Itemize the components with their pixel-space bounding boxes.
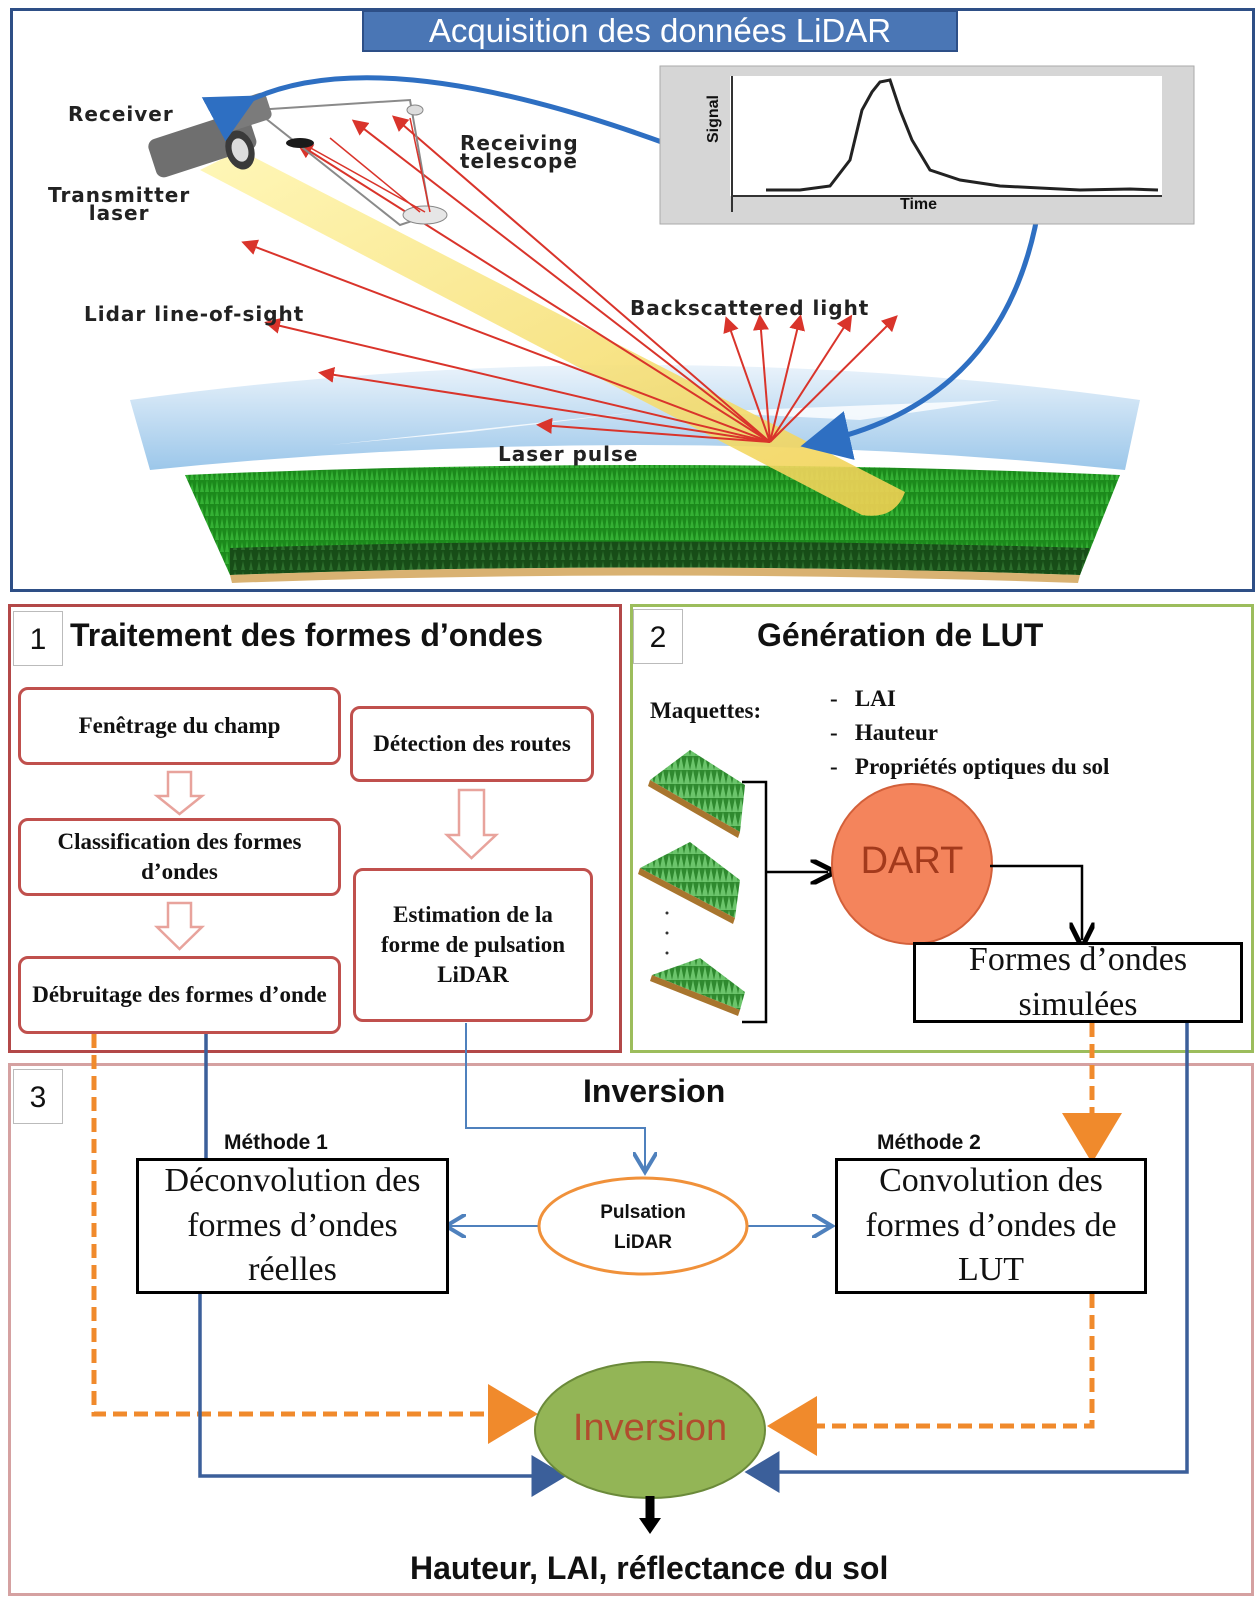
- detection-routes-box: Détection des routes: [350, 706, 594, 782]
- fenetrage-box: Fenêtrage du champ: [18, 687, 341, 765]
- debruitage-box: Débruitage des formes d’onde: [18, 956, 341, 1034]
- return-arc: [201, 75, 671, 148]
- acquisition-illustration: [130, 65, 1195, 583]
- acquisition-title: Acquisition des données LiDAR: [362, 10, 958, 52]
- arrow-to-simulated: [990, 864, 1082, 940]
- classification-box: Classification des formes d’ondes: [18, 818, 341, 896]
- mockup-2: [640, 842, 740, 918]
- inversion-panel: [8, 1063, 1254, 1596]
- output-label: Hauteur, LAI, réflectance du sol: [410, 1550, 889, 1586]
- mockup-icons: [638, 750, 745, 1016]
- method2-box: Convolution des formes d’ondes de LUT: [835, 1158, 1147, 1294]
- inversion-node-label: Inversion: [572, 1407, 728, 1449]
- signal-curve: [766, 78, 1159, 192]
- panel2-number: 2: [633, 609, 683, 664]
- laser-pulse-label: Laser pulse: [498, 442, 639, 466]
- maquettes-label: Maquettes:: [650, 698, 762, 723]
- mockup-3: [652, 958, 745, 1010]
- orange-dashed-left: [91, 1034, 538, 1444]
- simulated-waveforms-box: Formes d’ondes simulées: [913, 941, 1243, 1023]
- down-arrow-1: [153, 770, 206, 816]
- navy-sim-to-inv: [744, 1023, 1189, 1493]
- method2-label: Méthode 2: [877, 1131, 981, 1154]
- mockup-1: [650, 750, 745, 832]
- pulse-estimation-box: Estimation de la forme de pulsation LiDA…: [353, 868, 593, 1022]
- panel1-title: Traitement des formes d’ondes: [70, 617, 544, 653]
- receiver-label: Receiver: [68, 102, 174, 126]
- backscatter-rays: [241, 115, 898, 443]
- lut-generation-panel: [630, 604, 1254, 1053]
- down-arrow-2: [153, 901, 206, 951]
- panel3-title: Inversion: [583, 1073, 726, 1109]
- orange-dashed-right: [767, 1294, 1095, 1456]
- panel2-title: Génération de LUT: [757, 617, 1044, 653]
- panel3-number: 3: [13, 1069, 63, 1124]
- signal-arc: [800, 199, 1043, 460]
- acquisition-panel: [10, 8, 1255, 592]
- down-arrow-3: [443, 788, 500, 860]
- param-item: - LAI: [830, 686, 896, 711]
- blue-estimation-to-pulse: [465, 1023, 645, 1170]
- line-of-sight-label: Lidar line-of-sight: [84, 302, 305, 326]
- method1-box: Déconvolution des formes d’ondes réelles: [136, 1158, 449, 1294]
- mockup-bracket: [742, 780, 768, 1024]
- param-item: - Hauteur: [830, 720, 938, 745]
- laser-beam: [200, 150, 905, 516]
- param-list: - LAI - Hauteur - Propriétés optiques du…: [830, 682, 1109, 784]
- navy-m1-to-inv: [198, 1294, 567, 1497]
- time-axis-label: Time: [900, 196, 938, 213]
- method1-label: Méthode 1: [224, 1131, 328, 1154]
- sky-band: [130, 365, 1140, 470]
- pulse-ellipse: [537, 1176, 749, 1276]
- dart-node: [831, 783, 993, 945]
- param-item: - Propriétés optiques du sol: [830, 754, 1110, 779]
- backscattered-label: Backscattered light: [630, 296, 870, 320]
- waveform-processing-panel: [8, 604, 622, 1053]
- dart-label: DART: [860, 840, 964, 882]
- panel1-number: 1: [13, 611, 63, 666]
